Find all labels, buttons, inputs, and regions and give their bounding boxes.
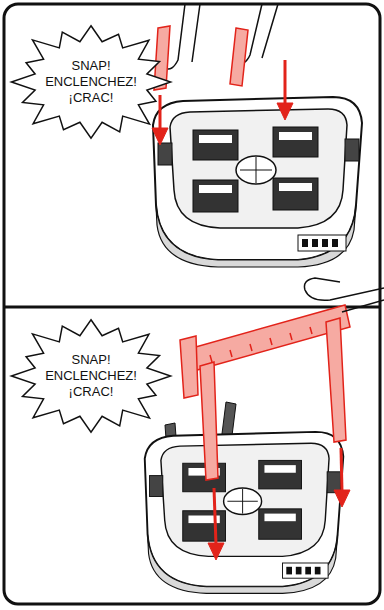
direction-arrow [284, 60, 287, 105]
seat-base [153, 97, 362, 267]
sound-word: ¡CRAC! [69, 90, 114, 106]
direction-arrow [208, 448, 350, 560]
panel-divider [4, 306, 380, 309]
starburst-shape [11, 320, 170, 432]
seat-base [145, 432, 344, 594]
armrest-frame [180, 336, 198, 398]
hand [304, 278, 384, 312]
armrest-frame [185, 305, 350, 372]
panel-frame [4, 4, 380, 604]
sound-word: SNAP! [71, 352, 110, 368]
direction-arrow [152, 128, 168, 145]
armrest-post [230, 28, 248, 86]
direction-arrow [341, 448, 342, 492]
armrest-frame [210, 327, 312, 362]
sound-word: ENCLENCHEZ! [45, 368, 137, 384]
sound-word: SNAP! [71, 58, 110, 74]
direction-arrow [334, 490, 350, 507]
seat-base [145, 432, 344, 594]
direction-arrow [159, 95, 162, 130]
direction-arrow [208, 543, 224, 560]
armrest-frame [200, 362, 218, 480]
starburst-callout: SNAP!ENCLENCHEZ!¡CRAC! [16, 322, 166, 430]
hands [160, 4, 278, 69]
armrest-frame [180, 305, 350, 480]
armrest-frame [326, 318, 346, 442]
hand [304, 278, 384, 312]
sound-word: ENCLENCHEZ! [45, 74, 137, 90]
direction-arrow [152, 60, 293, 145]
direction-arrow [277, 103, 293, 120]
starburst-callout: SNAP!ENCLENCHEZ!¡CRAC! [16, 28, 166, 136]
seat-base [153, 97, 362, 267]
direction-arrow [214, 488, 216, 545]
sound-word: ¡CRAC! [69, 384, 114, 400]
starburst-shape [11, 26, 170, 138]
